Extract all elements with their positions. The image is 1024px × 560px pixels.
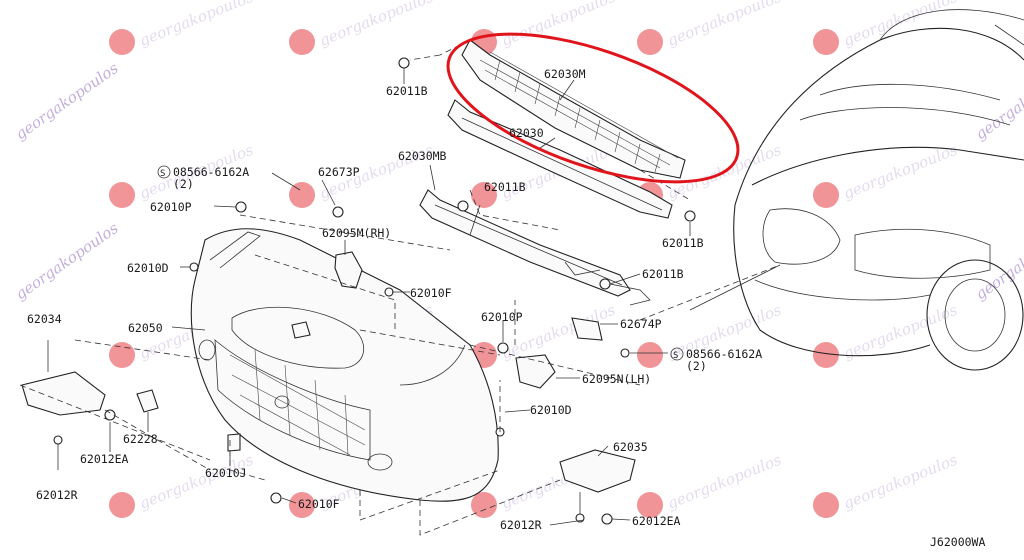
- label-08566-right-qty: (2): [686, 359, 707, 373]
- label-62030M: 62030M: [544, 67, 586, 81]
- label-62010F: 62010F: [410, 286, 452, 300]
- fasteners: [104, 57, 696, 525]
- lower-bar-62030MB: [419, 189, 651, 306]
- car-outline: [733, 9, 1024, 371]
- watermark-logo: georgakopoulos: [813, 451, 960, 518]
- watermark-text: georgakopoulos: [972, 59, 1024, 143]
- label-62030MB: 62030MB: [398, 149, 447, 163]
- watermark-logo: georgakopoulos: [109, 451, 256, 518]
- watermark-text: georgakopoulos: [665, 0, 784, 50]
- bumper-cover-62050: [190, 228, 499, 502]
- watermark-text: georgakopoulos: [972, 219, 1024, 303]
- label-62228: 62228: [123, 432, 158, 446]
- watermark-text: georgakopoulos: [841, 0, 960, 50]
- label-62012R-left: 62012R: [36, 488, 78, 502]
- watermark-logo: georgakopoulos: [813, 301, 960, 368]
- watermark-logo: georgakopoulos: [813, 0, 960, 55]
- watermark-text: georgakopoulos: [841, 451, 960, 513]
- label-62011B-mid: 62011B: [484, 180, 526, 194]
- leader-lines: [109, 68, 781, 526]
- label-62012R-right: 62012R: [500, 518, 542, 532]
- label-62010D-right: 62010D: [530, 403, 572, 417]
- watermark-text: georgakopoulos: [12, 219, 122, 303]
- svg-text:S: S: [673, 351, 678, 361]
- label-62095N-LH: 62095N(LH): [582, 372, 651, 386]
- part-labels: 62030M 62011B 62030 62030MB 62011B 62011…: [27, 67, 985, 549]
- label-62010J: 62010J: [205, 466, 247, 480]
- label-62050: 62050: [128, 321, 163, 335]
- reinforcement-62030M: [461, 39, 686, 179]
- label-62095M-RH: 62095M(RH): [322, 226, 391, 240]
- watermark-text: georgakopoulos: [499, 0, 618, 50]
- label-62010P-left: 62010P: [150, 200, 192, 214]
- label-62674P: 62674P: [620, 317, 662, 331]
- label-08566-left-qty: (2): [173, 177, 194, 191]
- undercovers: [21, 340, 636, 523]
- label-62035: 62035: [613, 440, 648, 454]
- label-62011B-right: 62011B: [662, 236, 704, 250]
- watermark-logo: georgakopoulos: [637, 0, 784, 55]
- watermark-logo: georgakopoulos: [813, 141, 960, 208]
- label-62011B-top: 62011B: [386, 84, 428, 98]
- watermark-text: georgakopoulos: [841, 301, 960, 363]
- watermark-text: georgakopoulos: [665, 451, 784, 513]
- watermark-text: georgakopoulos: [137, 0, 256, 50]
- screw-markers: S S: [157, 165, 684, 361]
- label-62010F-low: 62010F: [298, 497, 340, 511]
- watermark-text: georgakopoulos: [841, 141, 960, 203]
- label-62010D-left: 62010D: [127, 261, 169, 275]
- label-62012EA-left: 62012EA: [80, 452, 129, 466]
- label-62673P: 62673P: [318, 165, 360, 179]
- label-62010P-mid: 62010P: [481, 310, 523, 324]
- watermark-text: georgakopoulos: [137, 451, 256, 513]
- highlight-ellipse: [446, 32, 740, 184]
- label-62011B-low: 62011B: [642, 267, 684, 281]
- watermark-text: georgakopoulos: [12, 59, 122, 143]
- watermark-text: georgakopoulos: [317, 0, 436, 50]
- svg-text:S: S: [160, 169, 165, 179]
- watermark-logo: georgakopoulos: [289, 0, 436, 55]
- label-08566-right: 08566-6162A: [686, 347, 762, 361]
- diagram-code: J62000WA: [930, 535, 985, 549]
- label-62030: 62030: [509, 126, 544, 140]
- watermark-logo: georgakopoulos: [637, 451, 784, 518]
- label-62012EA-right: 62012EA: [632, 514, 681, 528]
- watermark-logo: georgakopoulos: [109, 0, 256, 55]
- dashed-guides: [19, 44, 781, 536]
- label-08566-left: 08566-6162A: [173, 165, 249, 179]
- label-62034: 62034: [27, 312, 62, 326]
